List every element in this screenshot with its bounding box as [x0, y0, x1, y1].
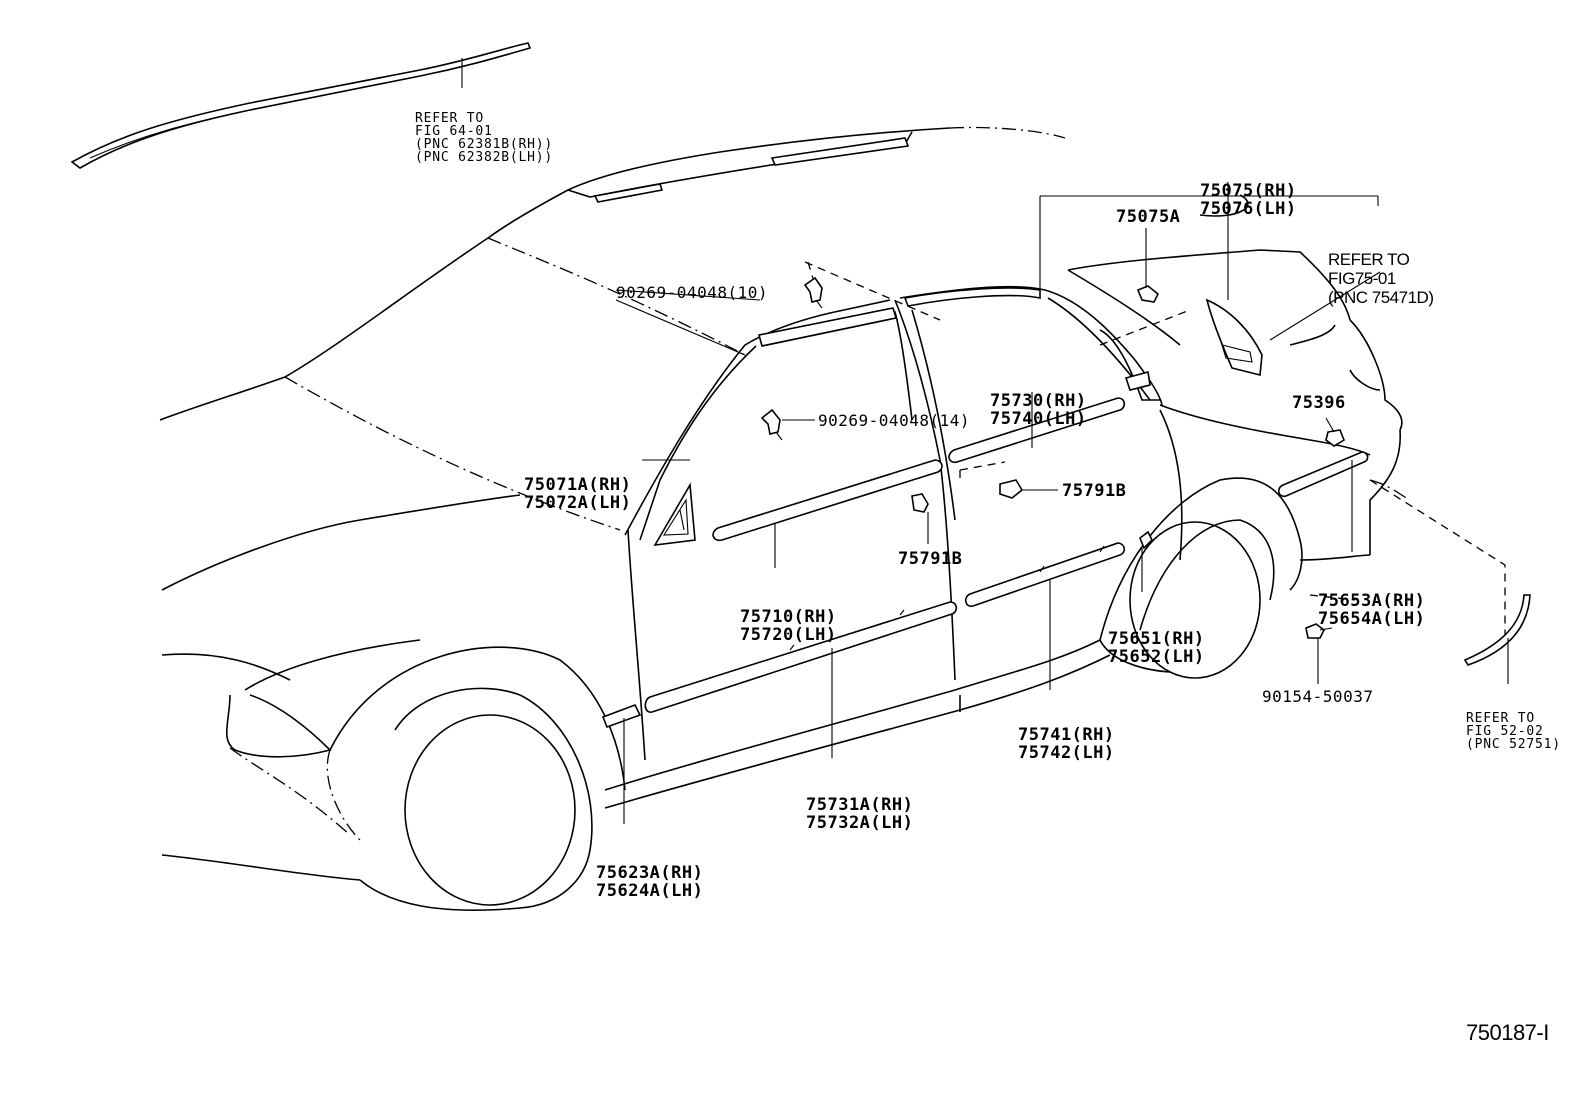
- fender-moulding[interactable]: [601, 703, 642, 729]
- clip-75791B-rear[interactable]: [999, 479, 1024, 499]
- leader-lines: [615, 182, 1509, 824]
- label-90154-50037[interactable]: 90154-50037: [1262, 687, 1374, 706]
- label-75075A[interactable]: 75075A: [1116, 207, 1181, 227]
- front-door-belt-moulding[interactable]: [712, 459, 943, 542]
- front-door-side-moulding[interactable]: [644, 601, 958, 713]
- clip-75075A[interactable]: [1136, 285, 1160, 303]
- label-75651[interactable]: 75651(RH)75652(LH): [1108, 629, 1205, 667]
- label-75071A[interactable]: 75071A(RH)75072A(LH): [524, 475, 632, 513]
- rear-quarter-piece[interactable]: [1139, 530, 1153, 550]
- car-body-outline: [159, 126, 1411, 911]
- bumper-extension-part[interactable]: [1463, 594, 1531, 666]
- screw-90154-50037[interactable]: [1305, 623, 1333, 639]
- label-75791B-rear[interactable]: 75791B: [1062, 481, 1127, 501]
- clip-90269-04048-10[interactable]: [803, 276, 823, 309]
- label-75710[interactable]: 75710(RH)75720(LH): [740, 607, 837, 645]
- quarter-moulding[interactable]: [1277, 451, 1369, 498]
- label-75653A[interactable]: 75653A(RH)75654A(LH): [1318, 591, 1426, 629]
- label-75731A[interactable]: 75731A(RH)75732A(LH): [806, 795, 914, 833]
- label-75075[interactable]: 75075(RH)75076(LH): [1200, 181, 1297, 219]
- label-75730[interactable]: 75730(RH)75740(LH): [990, 391, 1087, 429]
- label-clip-90269-04048-10[interactable]: 90269-04048(10): [616, 283, 768, 302]
- rear-window-garnish[interactable]: [1205, 298, 1263, 377]
- label-75623A[interactable]: 75623A(RH)75624A(LH): [596, 863, 704, 901]
- label-75741[interactable]: 75741(RH)75742(LH): [1018, 725, 1115, 763]
- label-75396[interactable]: 75396: [1292, 393, 1346, 413]
- clip-75396[interactable]: [1325, 429, 1345, 447]
- clip-90269-04048-14[interactable]: [760, 408, 783, 441]
- rear-door-side-moulding[interactable]: [964, 542, 1126, 607]
- figure-code: 750187-I: [1466, 1020, 1549, 1045]
- label-clip-90269-04048-14[interactable]: 90269-04048(14): [818, 411, 970, 430]
- rear-door-belt-moulding[interactable]: [948, 397, 1126, 464]
- label-75791B-front[interactable]: 75791B: [898, 549, 963, 569]
- clip-75791B-front[interactable]: [911, 493, 929, 513]
- roof-rack-rail[interactable]: [70, 42, 532, 169]
